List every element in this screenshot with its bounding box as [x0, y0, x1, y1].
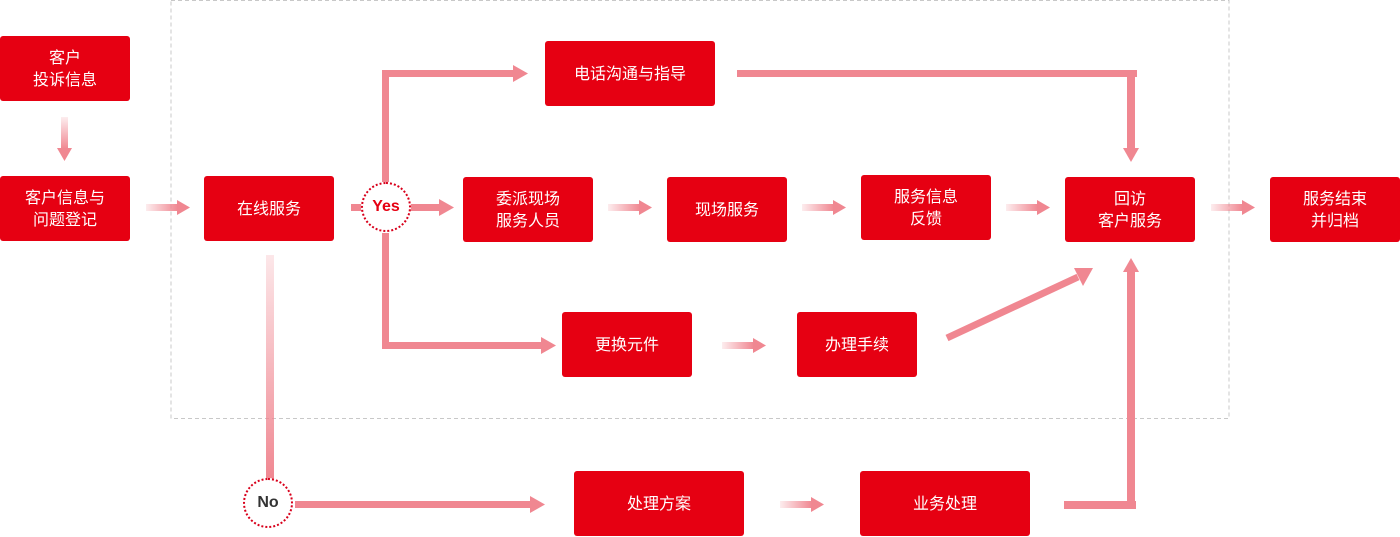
line-online-to-no	[266, 255, 274, 480]
node-phone-guidance: 电话沟通与指导	[545, 41, 715, 106]
arrow-feedback-to-return	[1006, 200, 1050, 215]
arrow-return-to-end	[1211, 200, 1255, 215]
node-onsite-service: 现场服务	[667, 177, 787, 242]
arrow-yes-to-replace	[382, 233, 556, 354]
node-replace-parts: 更换元件	[562, 312, 692, 377]
node-business-processing: 业务处理	[860, 471, 1030, 536]
arrow-solution-to-business	[780, 497, 824, 512]
node-dispatch-staff: 委派现场 服务人员	[463, 177, 593, 242]
node-return-visit: 回访 客户服务	[1065, 177, 1195, 242]
node-solution: 处理方案	[574, 471, 744, 536]
arrow-register-to-online	[146, 200, 190, 215]
node-service-end: 服务结束 并归档	[1270, 177, 1400, 242]
node-complaint-info: 客户 投诉信息	[0, 36, 130, 101]
node-feedback: 服务信息 反馈	[861, 175, 991, 240]
arrow-yes-to-phone	[382, 65, 528, 182]
decision-yes: Yes	[361, 182, 411, 232]
node-procedures: 办理手续	[797, 312, 917, 377]
node-register: 客户信息与 问题登记	[0, 176, 130, 241]
line-online-to-yes	[351, 204, 363, 211]
arrow-onsite-to-feedback	[802, 200, 846, 215]
arrow-no-to-solution	[295, 496, 545, 513]
arrow-yes-to-dispatch	[410, 199, 454, 216]
arrow-dispatch-to-onsite	[608, 200, 652, 215]
arrow-phone-to-return	[737, 70, 1139, 162]
arrow-procedures-to-return	[945, 268, 1093, 342]
arrow-business-to-return	[1064, 258, 1139, 509]
arrow-complaint-to-register	[57, 117, 72, 161]
arrow-replace-to-procedures	[722, 338, 766, 353]
node-online-service: 在线服务	[204, 176, 334, 241]
decision-no: No	[243, 478, 293, 528]
